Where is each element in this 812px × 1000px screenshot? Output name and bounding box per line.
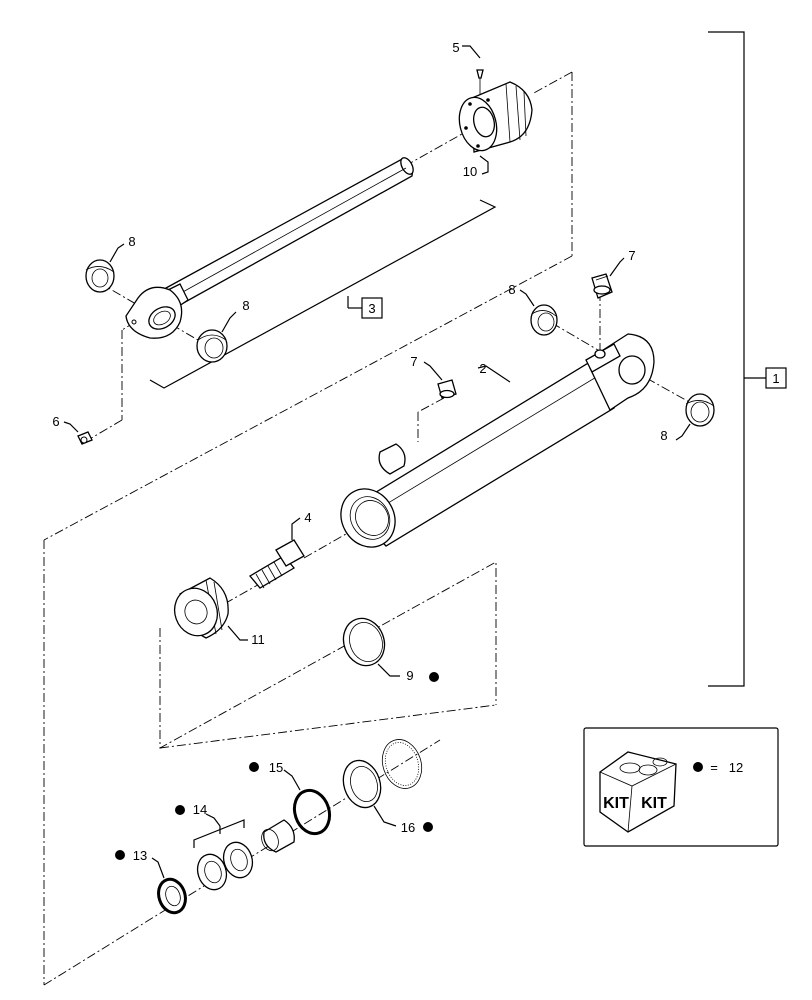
callout-6: 6 xyxy=(52,414,59,429)
bushing-8a xyxy=(85,259,115,293)
plug-7a xyxy=(591,273,613,299)
callout-4: 4 xyxy=(304,510,311,525)
gland xyxy=(458,81,533,153)
setscrew-5 xyxy=(476,69,484,94)
callout-8a: 8 xyxy=(128,234,135,249)
kit-dot-13 xyxy=(115,850,125,860)
callout-12: 12 xyxy=(729,760,743,775)
backup-ring-16b xyxy=(381,739,423,789)
kit-legend: KIT KIT = 12 xyxy=(583,727,779,847)
kit-dot-15 xyxy=(249,762,259,772)
rod-guide-bushing xyxy=(261,819,295,853)
kit-dot-14 xyxy=(175,805,185,815)
callout-8c: 8 xyxy=(508,282,515,297)
piston-11 xyxy=(173,577,229,639)
cylinder-barrel xyxy=(340,333,655,548)
callout-7b: 7 xyxy=(628,248,635,263)
plug-7b xyxy=(437,379,457,399)
rod-subassembly-bracket xyxy=(149,199,497,389)
callout-14: 14 xyxy=(193,802,207,817)
wiper-seal-13 xyxy=(157,877,187,915)
piston-bolt-4 xyxy=(249,539,305,589)
callout-13: 13 xyxy=(133,848,147,863)
o-ring-15 xyxy=(292,788,332,836)
rod-seals-14 xyxy=(193,813,254,891)
kit-dot-9 xyxy=(429,672,439,682)
piston-rod xyxy=(165,157,414,309)
backup-ring-16a xyxy=(342,759,382,809)
bushing-8b xyxy=(196,329,228,363)
rod-eye xyxy=(125,286,183,339)
center-lines xyxy=(43,71,701,986)
callout-1: 1 xyxy=(772,371,779,386)
kit-box-icon xyxy=(599,751,677,833)
kit-label-right: KIT xyxy=(641,795,667,812)
kit-dot-legend xyxy=(693,762,703,772)
callout-16: 16 xyxy=(401,820,415,835)
grease-fitting-6 xyxy=(77,431,93,445)
kit-label-left: KIT xyxy=(603,795,629,812)
callout-11: 11 xyxy=(251,632,265,647)
callout-8b: 8 xyxy=(242,298,249,313)
callout-9: 9 xyxy=(406,668,413,683)
callout-5: 5 xyxy=(452,40,459,55)
kit-equals: = xyxy=(710,760,718,775)
callout-3: 3 xyxy=(368,301,375,316)
assembly-bracket xyxy=(708,31,787,687)
callout-7a: 7 xyxy=(410,354,417,369)
callout-8d: 8 xyxy=(660,428,667,443)
bushing-8d xyxy=(685,393,715,427)
bushing-8c xyxy=(530,304,558,336)
callout-10: 10 xyxy=(463,164,477,179)
callout-15: 15 xyxy=(269,760,283,775)
wear-ring-9 xyxy=(342,617,386,667)
kit-dot-16 xyxy=(423,822,433,832)
callout-2: 2 xyxy=(479,361,486,376)
